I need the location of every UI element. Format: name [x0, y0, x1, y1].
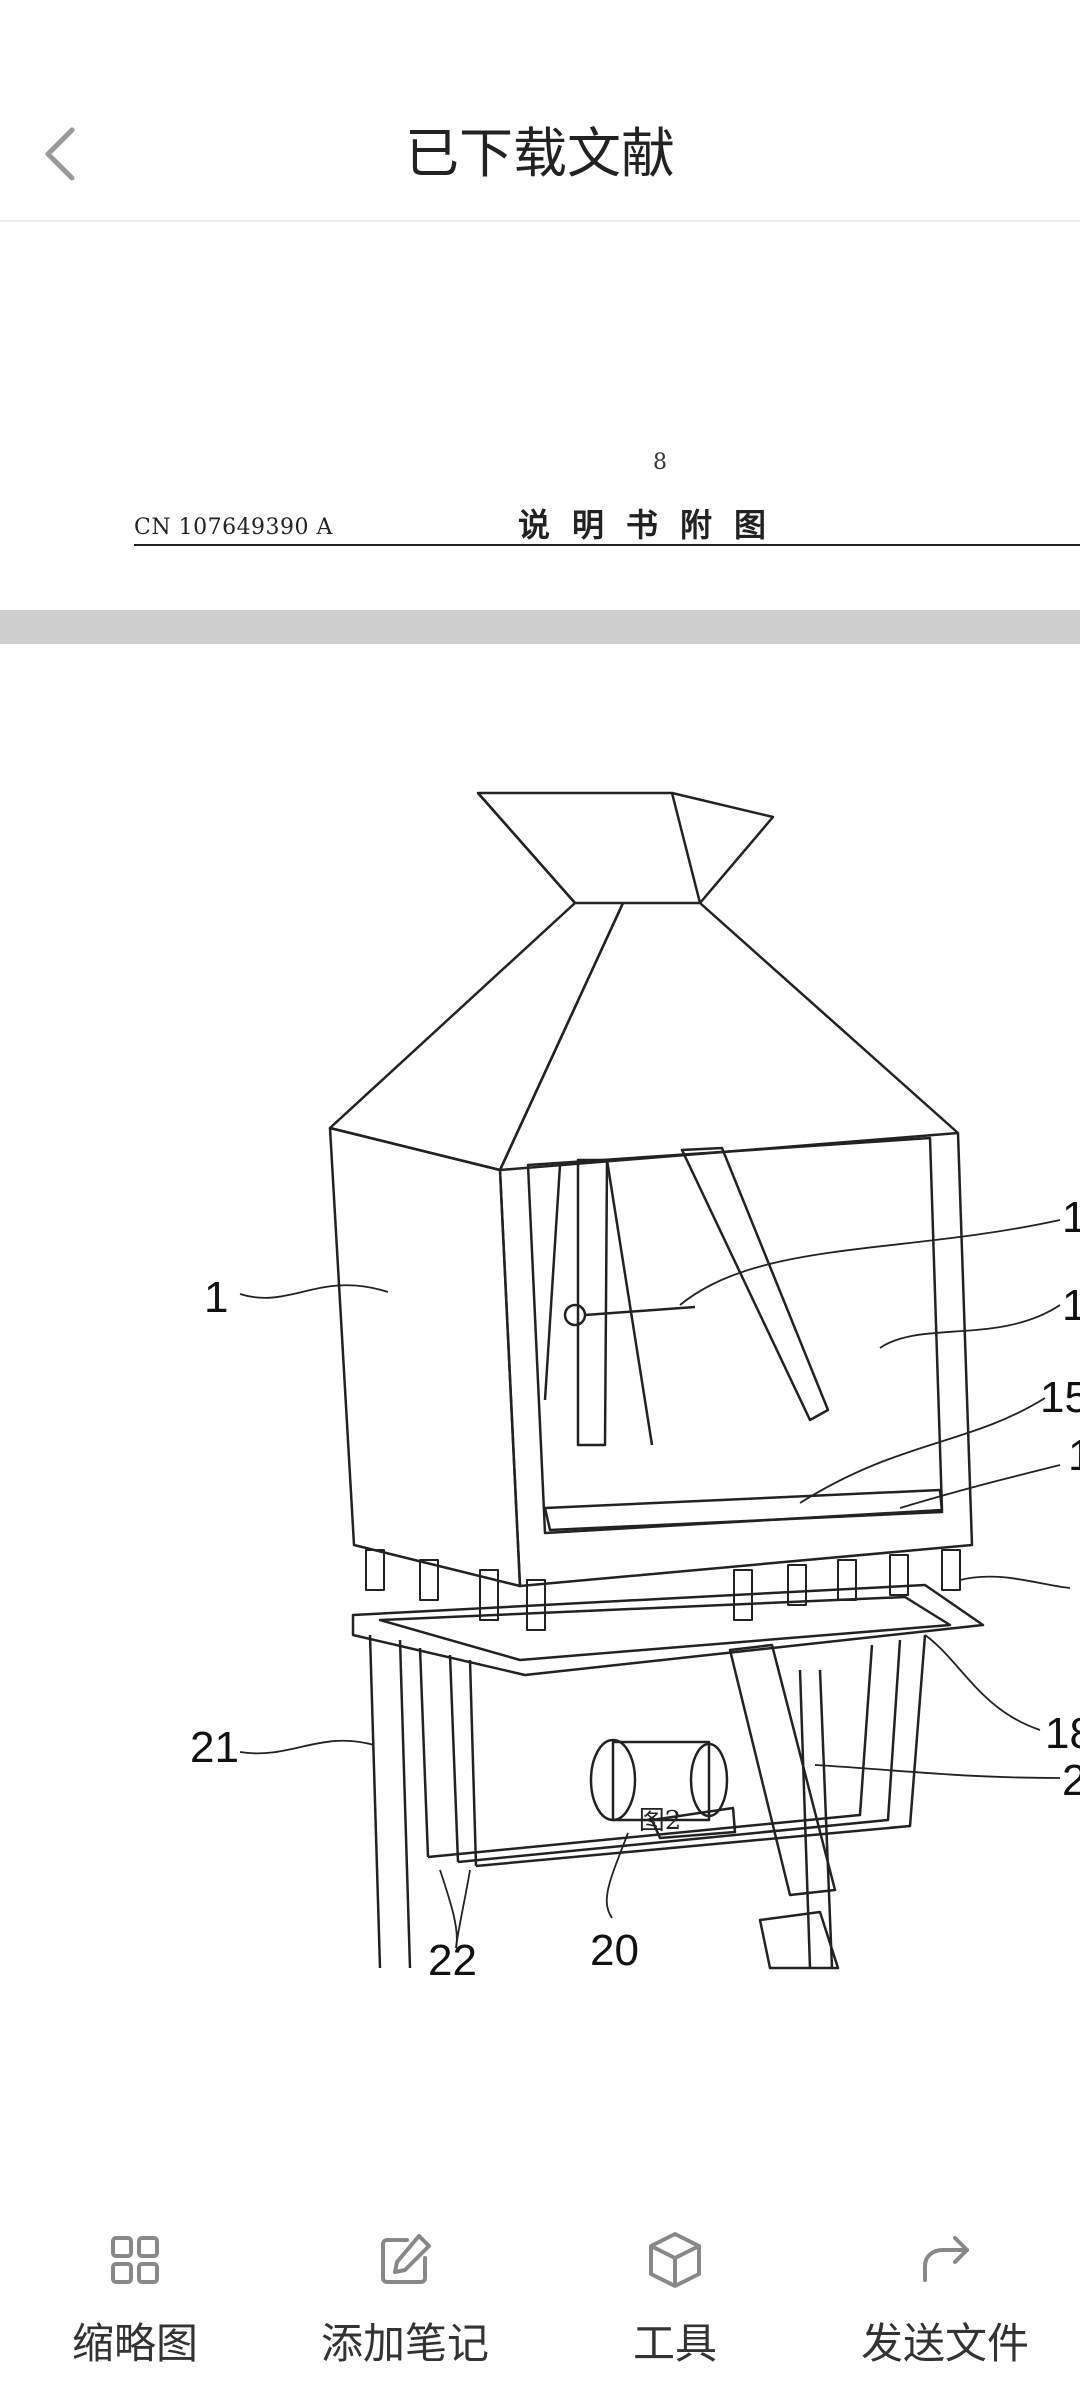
callout-label: 2 [1062, 1756, 1080, 1805]
page-number: 8 [653, 450, 667, 475]
page-title: 已下载文献 [405, 122, 675, 185]
callout-label: 1 [1062, 1281, 1080, 1330]
page-heading: 说明书附图 [518, 506, 789, 544]
back-button[interactable] [24, 118, 96, 190]
patent-number: CN 107649390 A [134, 515, 333, 540]
page-separator [0, 610, 1080, 644]
chevron-left-icon [45, 127, 75, 181]
add-note-button[interactable]: 添加笔记 [270, 2200, 540, 2400]
send-file-label: 发送文件 [860, 2319, 1029, 2368]
figure-caption: 图2 [638, 1806, 682, 1836]
send-file-button[interactable]: 发送文件 [810, 2200, 1080, 2400]
callout-label: 20 [590, 1926, 639, 1975]
bottom-toolbar: 缩略图 添加笔记 工具 发送文件 [0, 2200, 1080, 2400]
app-header: 已下载文献 [0, 0, 1080, 222]
share-forward-icon [923, 2236, 969, 2282]
tools-button[interactable]: 工具 [540, 2200, 810, 2400]
callout-label: 15 [1040, 1373, 1080, 1422]
heading-rule [134, 544, 1080, 546]
callout-label: 22 [428, 1936, 477, 1985]
grid-icon [111, 2236, 159, 2284]
cube-icon [649, 2232, 701, 2288]
callout-label: 18 [1045, 1709, 1080, 1758]
edit-note-icon [381, 2234, 431, 2284]
patent-figure-drawing: 1 1 1 15 1 18 2 21 22 20 [190, 791, 1080, 1985]
machine-box-front [498, 1131, 974, 1588]
callout-label: 1 [204, 1273, 228, 1322]
callout-label: 21 [190, 1723, 239, 1772]
machine-box-left [328, 1126, 522, 1588]
tools-label: 工具 [632, 2319, 717, 2368]
add-note-label: 添加笔记 [320, 2319, 489, 2368]
callout-label: 1 [1062, 1193, 1080, 1242]
document-page-prev: 8 [0, 222, 1080, 610]
callout-label: 1 [1068, 1431, 1080, 1480]
thumbnails-label: 缩略图 [71, 2319, 198, 2368]
thumbnails-button[interactable]: 缩略图 [0, 2200, 270, 2400]
hopper-funnel [476, 791, 775, 905]
